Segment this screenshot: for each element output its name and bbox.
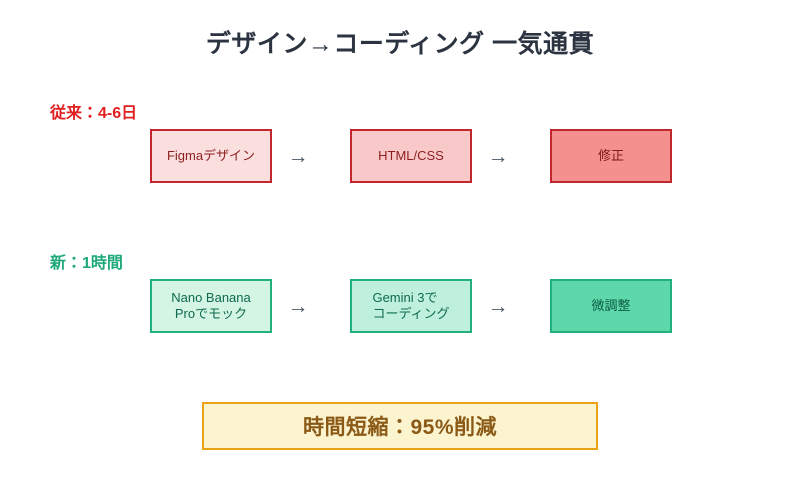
flow-step-label: 微調整 [591, 298, 631, 313]
arrow-right-icon: → [487, 144, 509, 168]
flow-step-label: Nano Banana Proでモック [171, 290, 251, 321]
flow-step-label: Figmaデザイン [166, 148, 256, 163]
arrow-right-icon: → [287, 144, 309, 168]
flow-step-gemini-3-coding[interactable]: Gemini 3で コーディング [350, 279, 472, 333]
flow-step-fine-tuning[interactable]: 微調整 [550, 279, 672, 333]
flow-step-label: 修正 [597, 148, 624, 163]
flow-step-label: Gemini 3で コーディング [372, 290, 450, 321]
page-title: デザイン→コーディング 一気通貫 [205, 30, 595, 58]
section-label-new: 新：1時間 [50, 255, 123, 272]
flow-row-new: Nano Banana Proでモック → Gemini 3で コーディング →… [0, 279, 800, 333]
arrow-right-icon: → [487, 294, 509, 318]
summary-banner: 時間短縮：95%削減 [202, 402, 598, 450]
summary-banner-label: 時間短縮：95%削減 [302, 416, 498, 439]
flow-step-revision[interactable]: 修正 [550, 129, 672, 183]
flow-step-label: HTML/CSS [378, 148, 444, 163]
section-label-legacy: 従来：4-6日 [50, 105, 138, 122]
flow-row-legacy: Figmaデザイン → HTML/CSS → 修正 [0, 129, 800, 183]
flow-step-html-css[interactable]: HTML/CSS [350, 129, 472, 183]
flow-step-nano-banana-pro-mock[interactable]: Nano Banana Proでモック [150, 279, 272, 333]
arrow-right-icon: → [287, 294, 309, 318]
flow-step-figma-design[interactable]: Figmaデザイン [150, 129, 272, 183]
